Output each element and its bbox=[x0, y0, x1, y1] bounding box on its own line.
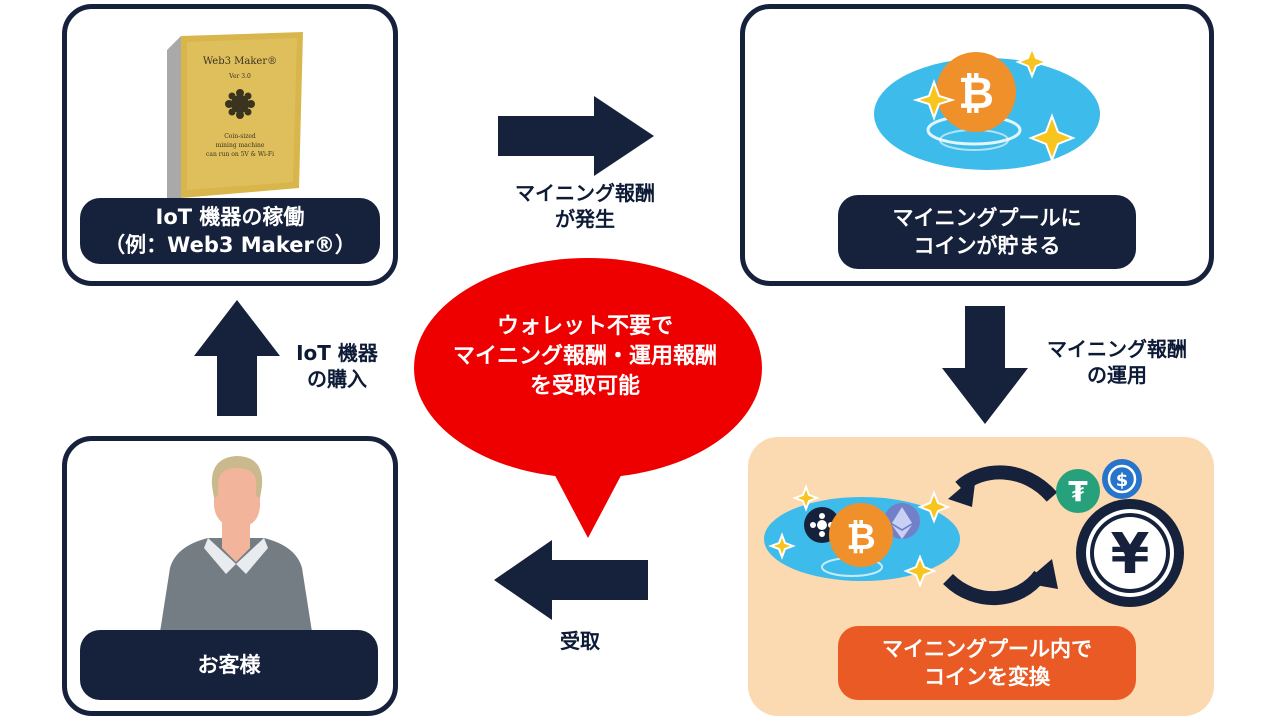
edge-receive: 受取 bbox=[520, 628, 640, 654]
device-version: Ver 3.0 bbox=[228, 73, 251, 80]
iot-operation-label-line2: （例：Web3 Maker®） bbox=[104, 233, 356, 257]
customer-label: お客様 bbox=[80, 630, 378, 700]
callout-line2: マイニング報酬・運用報酬 bbox=[452, 344, 717, 369]
conversion-label-line1: マイニングプール内で bbox=[882, 637, 1092, 661]
edge-purchase-line2: の購入 bbox=[307, 367, 367, 391]
sparkle-icon bbox=[768, 484, 951, 588]
device-desc-1: Coin-sized bbox=[224, 133, 256, 140]
tether-coin-icon bbox=[1056, 469, 1100, 513]
mining-pool-label-line2: コインが貯まる bbox=[913, 234, 1061, 258]
arrow-up-icon bbox=[194, 300, 280, 416]
edge-reward-operation: マイニング報酬 の運用 bbox=[1012, 336, 1222, 388]
mining-pool-label: マイニングプールに コインが貯まる bbox=[838, 195, 1136, 269]
edge-reward-operation-line1: マイニング報酬 bbox=[1047, 337, 1187, 361]
bitcoin-coin bbox=[936, 52, 1016, 132]
bitcoin-symbol: ₿ bbox=[846, 517, 875, 558]
edge-receive-line1: 受取 bbox=[560, 629, 600, 653]
edge-purchase: IoT 機器 の購入 bbox=[272, 340, 402, 392]
yen-symbol: ¥ bbox=[1111, 522, 1150, 587]
callout-line3: を受取可能 bbox=[529, 374, 640, 399]
exchange-arrow-bottom bbox=[943, 570, 1046, 606]
web3-maker-device-icon: Web3 Maker® Ver 3.0 Coin-sized mining ma… bbox=[167, 32, 303, 202]
device-desc-3: can run on 5V & Wi-Fi bbox=[206, 151, 274, 158]
callout-bubble bbox=[414, 258, 762, 538]
conversion-illustration: ₿ ₮ $ ¥ bbox=[764, 459, 1184, 607]
callout-line1: ウォレット不要で bbox=[496, 314, 673, 339]
bitcoin-symbol: ₿ bbox=[958, 68, 994, 119]
tether-symbol: ₮ bbox=[1068, 475, 1088, 508]
usdc-symbol: $ bbox=[1116, 470, 1129, 491]
edge-purchase-line1: IoT 機器 bbox=[296, 341, 378, 365]
arrow-left-icon bbox=[494, 540, 648, 620]
edge-reward-generated-line1: マイニング報酬 bbox=[515, 181, 655, 205]
edge-reward-generated: マイニング報酬 が発生 bbox=[480, 180, 690, 232]
bitcoin-coin bbox=[829, 503, 893, 567]
iot-operation-label-line1: IoT 機器の稼働 bbox=[155, 205, 305, 229]
iot-operation-label: IoT 機器の稼働 （例：Web3 Maker®） bbox=[80, 198, 380, 264]
customer-person-icon bbox=[160, 456, 312, 632]
device-desc-2: mining machine bbox=[216, 142, 265, 149]
conversion-label: マイニングプール内で コインを変換 bbox=[838, 626, 1136, 700]
arrow-down-icon bbox=[942, 306, 1028, 424]
callout-text: ウォレット不要で マイニング報酬・運用報酬 を受取可能 bbox=[405, 312, 765, 402]
conversion-label-line2: コインを変換 bbox=[924, 665, 1050, 689]
sparkle-icon bbox=[912, 45, 1076, 163]
device-title: Web3 Maker® bbox=[203, 56, 277, 67]
edge-reward-generated-line2: が発生 bbox=[555, 207, 615, 231]
exchange-arrow-top bbox=[955, 465, 1058, 502]
edge-reward-operation-line2: の運用 bbox=[1087, 363, 1147, 387]
mining-pool-label-line1: マイニングプールに bbox=[892, 206, 1082, 230]
customer-label-text: お客様 bbox=[197, 653, 261, 677]
mining-pool-icon: ₿ bbox=[874, 45, 1100, 170]
arrow-right-icon bbox=[498, 96, 654, 176]
